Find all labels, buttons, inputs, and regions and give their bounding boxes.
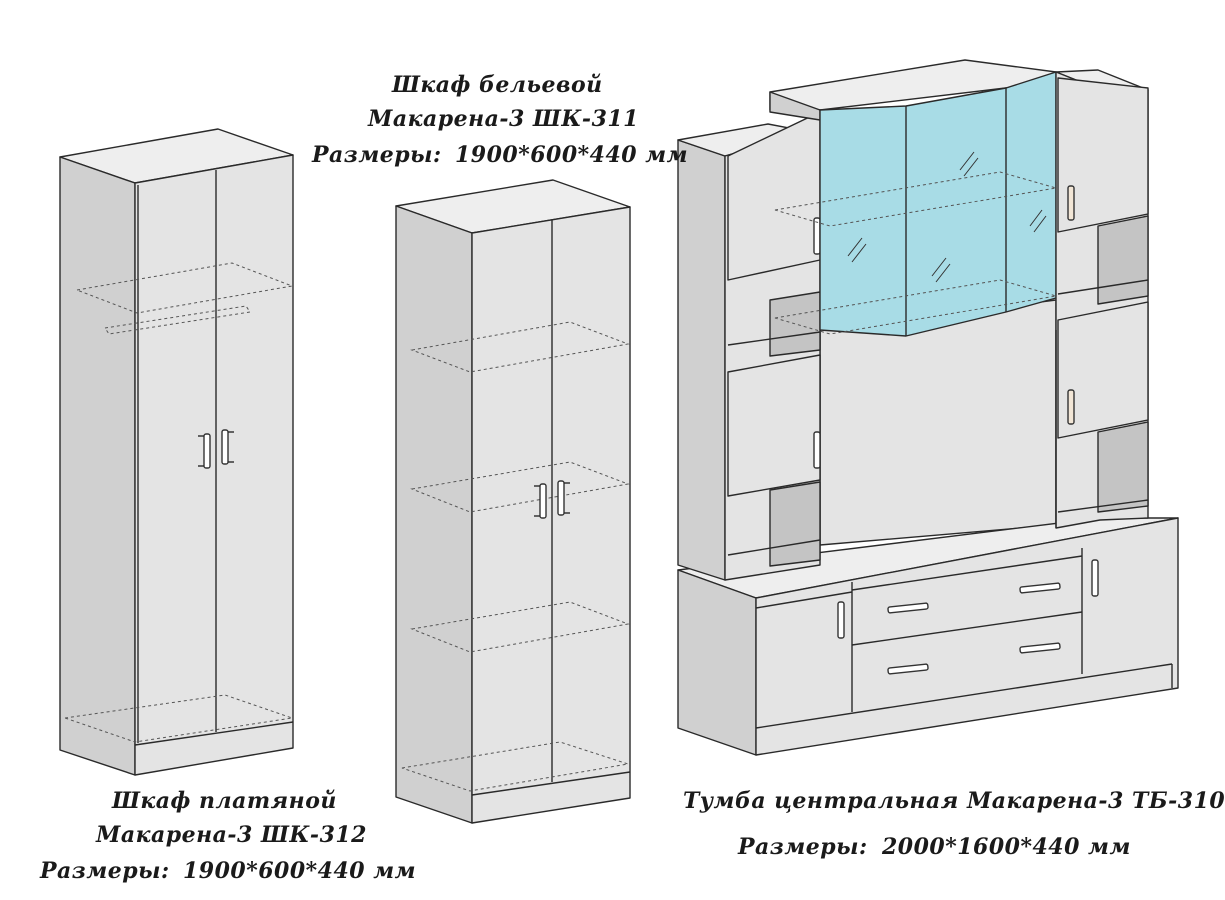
- shk-311-name-line2: Макарена-3 ШК-311: [368, 106, 639, 132]
- upper-drawer-handle-left: [887, 602, 929, 614]
- shk-312-size-value: 1900*600*440 мм: [183, 858, 417, 884]
- wall-unit-tb-310-illustration: [677, 59, 1179, 756]
- upper-drawer-handle-right: [1019, 582, 1061, 594]
- right-upper-door-handle: [1067, 185, 1075, 221]
- base-left-door-handle: [837, 601, 845, 639]
- shk-311-size-value: 1900*600*440 мм: [455, 142, 689, 168]
- lower-drawer-handle-left: [887, 663, 929, 675]
- furniture-drawings: [59, 59, 1179, 824]
- glass-showcase: [819, 71, 1057, 337]
- catalog-sheet: Шкаф бельевой Макарена-3 ШК-311 Размеры:…: [40, 59, 1225, 884]
- wardrobe-shk-312-illustration: [59, 128, 294, 776]
- shk-312-size-label: Размеры:: [40, 858, 170, 884]
- right-door-handle: [557, 480, 565, 516]
- left-door-handle: [203, 433, 211, 469]
- tb-310-name: Тумба центральная Макарена-3 ТБ-310: [683, 788, 1225, 814]
- tb-310-size-value: 2000*1600*440 мм: [882, 834, 1131, 860]
- shk-311-size-label: Размеры:: [312, 142, 442, 168]
- shk-312-name-line2: Макарена-3 ШК-312: [96, 822, 367, 848]
- left-door-handle: [539, 483, 547, 519]
- shk-312-name-line1: Шкаф платяной: [112, 788, 337, 814]
- right-mid-door-handle: [1067, 389, 1075, 425]
- tb-310-size-label: Размеры:: [738, 834, 868, 860]
- right-door-handle: [221, 429, 229, 465]
- lower-drawer-handle-right: [1019, 642, 1061, 654]
- wardrobe-shk-311-illustration: [395, 179, 631, 824]
- shk-311-name-line1: Шкаф бельевой: [392, 72, 603, 98]
- base-right-door-handle: [1091, 559, 1099, 597]
- left-mid-door-handle: [813, 431, 821, 469]
- left-upper-door-handle: [813, 217, 821, 255]
